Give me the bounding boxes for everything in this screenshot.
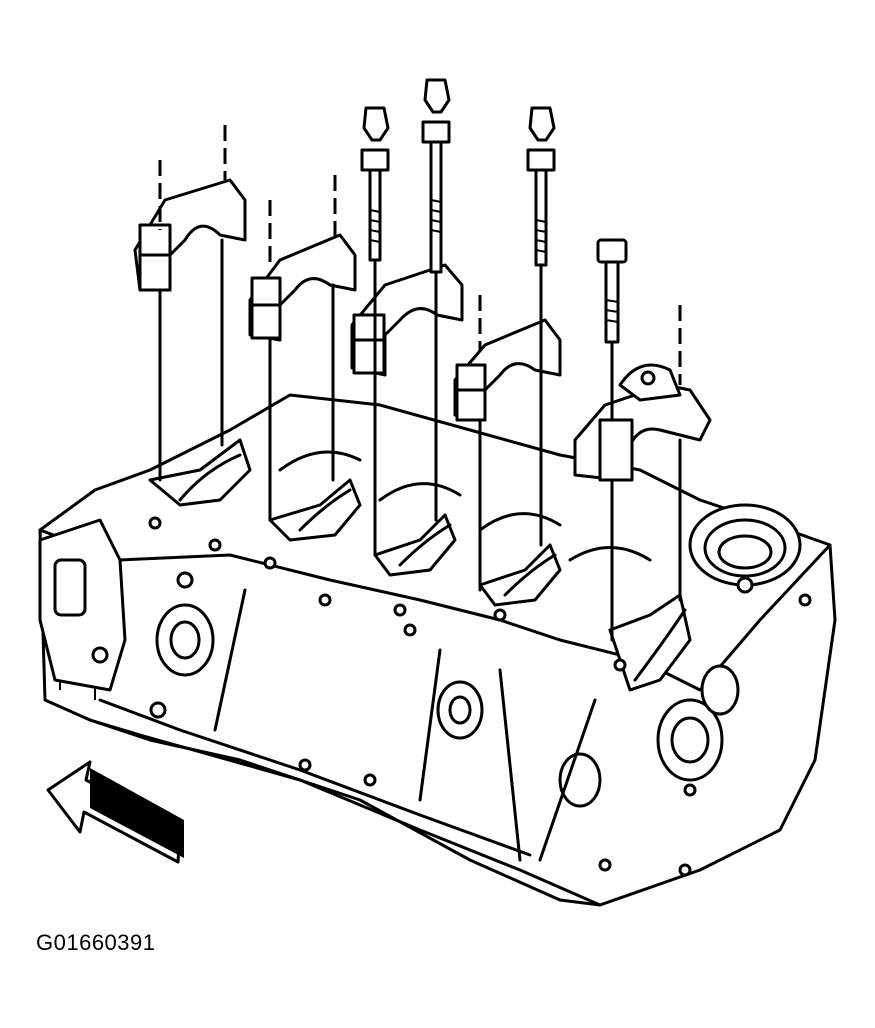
- figure-id: G01660391: [36, 930, 156, 955]
- bolt-2: [421, 78, 451, 274]
- bolt-4: [596, 238, 628, 344]
- bearing-cap-2: [248, 233, 357, 342]
- bolt-1: [360, 106, 390, 262]
- bearing-cap-3: [350, 263, 464, 377]
- front-direction-arrow: [46, 760, 184, 864]
- bolt-3: [526, 106, 556, 267]
- alignment-lines: [158, 125, 682, 642]
- bearing-cap-5: [573, 363, 712, 482]
- bearing-cap-4: [453, 318, 562, 422]
- bearing-cap-1: [133, 178, 247, 292]
- engine-block: [38, 393, 837, 907]
